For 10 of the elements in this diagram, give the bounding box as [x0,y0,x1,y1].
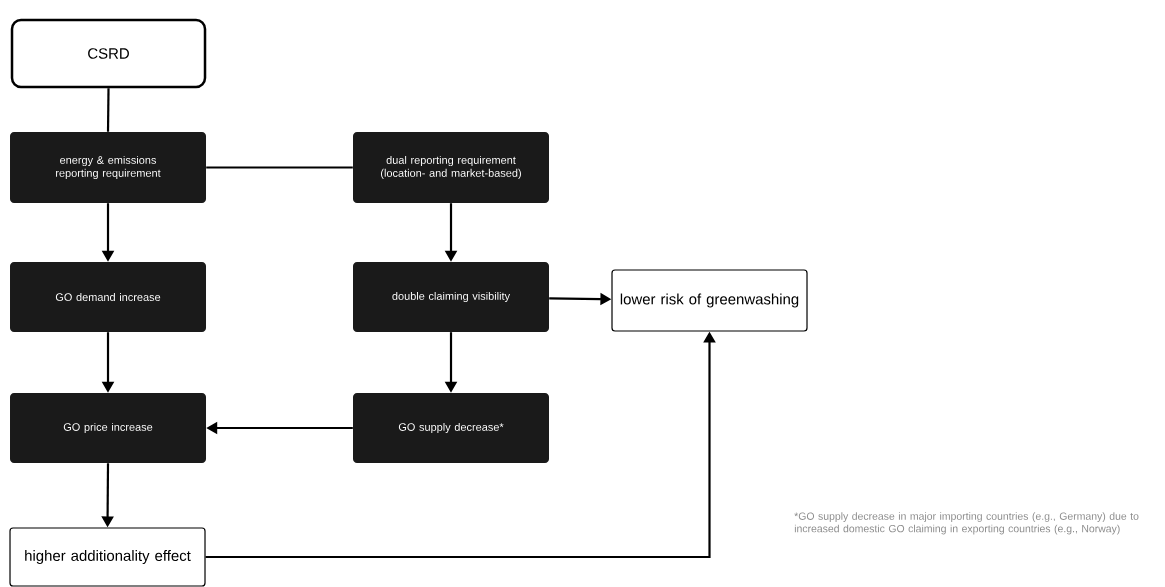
process-box: double claiming visibility [353,262,549,332]
process-box: dual reporting requirement (location- and market-based) [353,132,549,203]
start-box: CSRD [10,18,207,89]
footnote: *GO supply decrease in major importing countries (e.g., Germany) due to increased domestic GO claiming in exporting countries (e.g., Norway) [794,512,1139,535]
outcome-box: lower risk of greenwashing [611,269,808,332]
process-box: GO price increase [10,393,206,463]
process-box: GO demand increase [10,262,206,332]
outcome-box: higher additionality effect [9,527,206,587]
process-box: GO supply decrease* [353,393,549,463]
process-box: energy & emissions reporting requirement [10,132,206,203]
